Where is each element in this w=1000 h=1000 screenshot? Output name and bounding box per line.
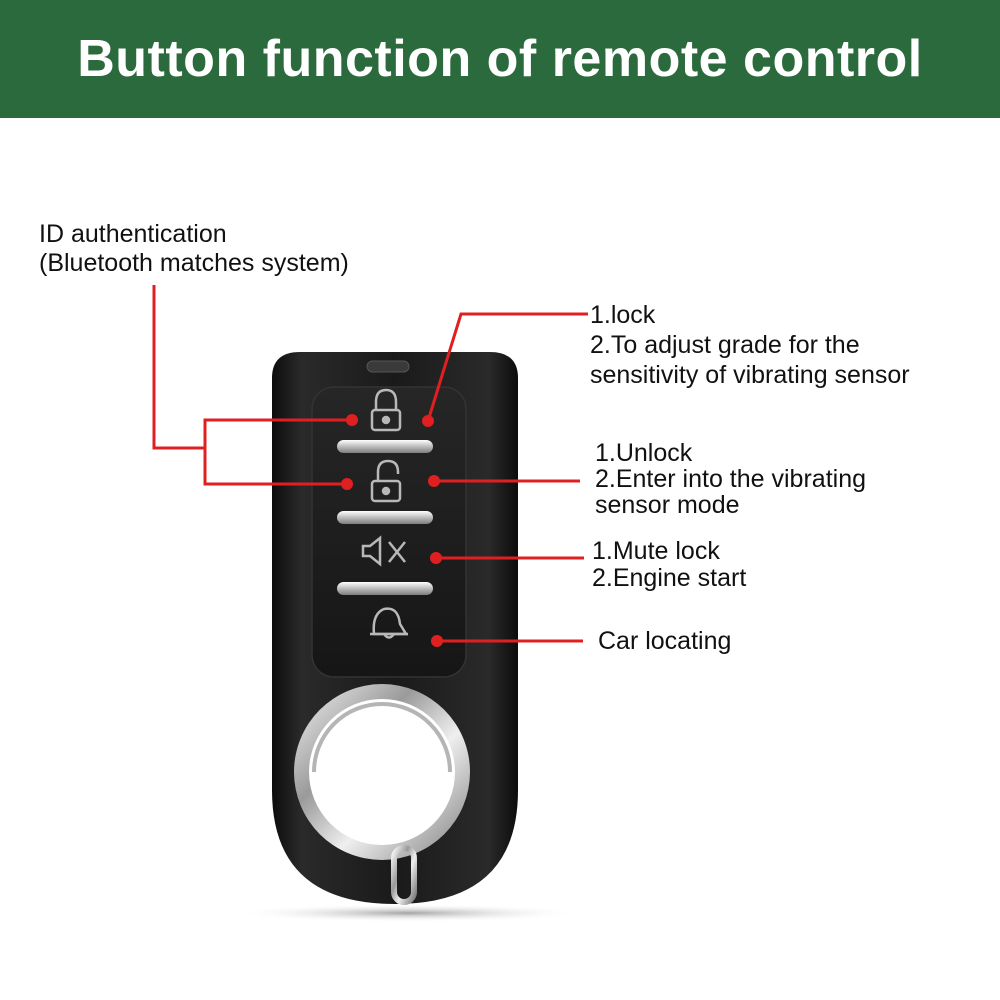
mute-line1: 1.Mute lock bbox=[592, 537, 720, 565]
locate-line1: Car locating bbox=[598, 627, 732, 655]
unlock-button[interactable] bbox=[370, 459, 402, 503]
led-indicator bbox=[366, 360, 410, 373]
lock-line2: 2.To adjust grade for the bbox=[590, 331, 860, 359]
car-locate-button[interactable] bbox=[370, 607, 409, 639]
lock-line3: sensitivity of vibrating sensor bbox=[590, 361, 910, 389]
id-auth-label: ID authentication (Bluetooth matches sys… bbox=[39, 220, 349, 278]
split-ring bbox=[391, 845, 417, 905]
lock-button[interactable] bbox=[370, 388, 402, 432]
id-auth-line1: ID authentication bbox=[39, 220, 227, 248]
bell-icon bbox=[370, 607, 409, 639]
mute-label: 1.Mute lock 2.Engine start bbox=[592, 538, 746, 592]
page-title: Button function of remote control bbox=[77, 30, 923, 88]
header-banner bbox=[0, 0, 1000, 118]
mute-line2: 2.Engine start bbox=[592, 564, 747, 592]
mute-button[interactable] bbox=[361, 535, 406, 567]
lock-label: 1.lock 2.To adjust grade for the sensiti… bbox=[590, 300, 910, 390]
padlock-open-icon bbox=[370, 459, 402, 503]
unlock-label: 1.Unlock 2.Enter into the vibrating sens… bbox=[595, 440, 866, 518]
button-panel bbox=[311, 386, 467, 678]
speaker-mute-icon bbox=[361, 535, 406, 567]
padlock-closed-icon bbox=[370, 388, 402, 432]
lock-line1: 1.lock bbox=[590, 301, 656, 329]
separator-bar bbox=[337, 511, 433, 524]
locate-label: Car locating bbox=[598, 627, 731, 656]
fob-shadow bbox=[233, 904, 583, 922]
unlock-line1: 1.Unlock bbox=[595, 439, 693, 467]
callout-lines bbox=[152, 285, 588, 643]
unlock-line3: sensor mode bbox=[595, 491, 740, 519]
unlock-line2: 2.Enter into the vibrating bbox=[595, 465, 866, 493]
separator-bar bbox=[337, 440, 433, 453]
id-auth-line2: (Bluetooth matches system) bbox=[39, 249, 349, 277]
separator-bar bbox=[337, 582, 433, 595]
